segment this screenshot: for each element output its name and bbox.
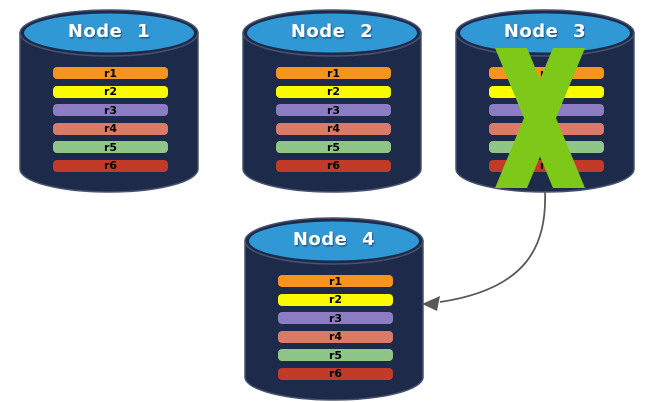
replica-row: r5 bbox=[278, 349, 393, 361]
node-title: Node 1 bbox=[67, 21, 151, 42]
row-label: r6 bbox=[328, 367, 343, 380]
node-title: Node 4 bbox=[292, 229, 376, 250]
replica-row: r4 bbox=[53, 122, 168, 135]
row-label: r5 bbox=[328, 348, 343, 362]
row-label: r5 bbox=[326, 140, 341, 154]
replica-row: r6 bbox=[278, 367, 393, 380]
replica-row: r1 bbox=[53, 67, 168, 79]
row-label: r4 bbox=[326, 122, 341, 135]
x-shape bbox=[495, 48, 585, 188]
cylinder-top-face bbox=[249, 221, 419, 261]
cylinder-top-face bbox=[24, 13, 194, 53]
replica-row: r3 bbox=[278, 312, 393, 324]
replica-row: r5 bbox=[276, 141, 391, 153]
row-label: r5 bbox=[103, 140, 118, 154]
replica-row: r4 bbox=[278, 330, 393, 343]
row-label: r2 bbox=[328, 293, 343, 306]
node-title: Node 3 bbox=[503, 21, 587, 42]
replica-row: r1 bbox=[276, 67, 391, 79]
replica-row: r5 bbox=[53, 141, 168, 153]
row-label: r3 bbox=[328, 311, 343, 325]
replica-row: r3 bbox=[276, 104, 391, 116]
replica-row: r3 bbox=[53, 104, 168, 116]
row-label: r3 bbox=[326, 103, 341, 117]
row-label: r4 bbox=[328, 330, 343, 343]
row-label: r4 bbox=[103, 122, 118, 135]
row-label: r6 bbox=[103, 159, 118, 172]
node-title: Node 2 bbox=[290, 21, 374, 42]
row-label: r2 bbox=[326, 85, 341, 98]
db-node-2: Node 2 r1 r2 r3 r4 r5 r6 bbox=[242, 8, 422, 200]
arrow-head bbox=[422, 296, 440, 311]
arrow-curve bbox=[439, 190, 546, 303]
replica-row: r2 bbox=[276, 85, 391, 98]
row-label: r1 bbox=[326, 66, 341, 80]
row-label: r1 bbox=[328, 274, 343, 288]
failure-x-icon bbox=[495, 48, 585, 188]
db-node-4: Node 4 r1 r2 r3 r4 r5 r6 bbox=[244, 216, 424, 402]
row-label: r6 bbox=[326, 159, 341, 172]
row-label: r3 bbox=[103, 103, 118, 117]
db-node-1: Node 1 r1 r2 r3 r4 r5 r6 bbox=[19, 8, 199, 200]
replica-row: r2 bbox=[278, 293, 393, 306]
replica-row: r1 bbox=[278, 275, 393, 287]
replica-row: r6 bbox=[276, 159, 391, 172]
row-label: r2 bbox=[103, 85, 118, 98]
replica-row: r4 bbox=[276, 122, 391, 135]
replica-row: r6 bbox=[53, 159, 168, 172]
cylinder-top-face bbox=[247, 13, 417, 53]
db-node-3: Node 3 r1 r2 r3 r4 r5 r6 bbox=[455, 8, 635, 200]
cylinder-top-face bbox=[460, 13, 630, 53]
replica-row: r2 bbox=[53, 85, 168, 98]
row-label: r1 bbox=[103, 66, 118, 80]
